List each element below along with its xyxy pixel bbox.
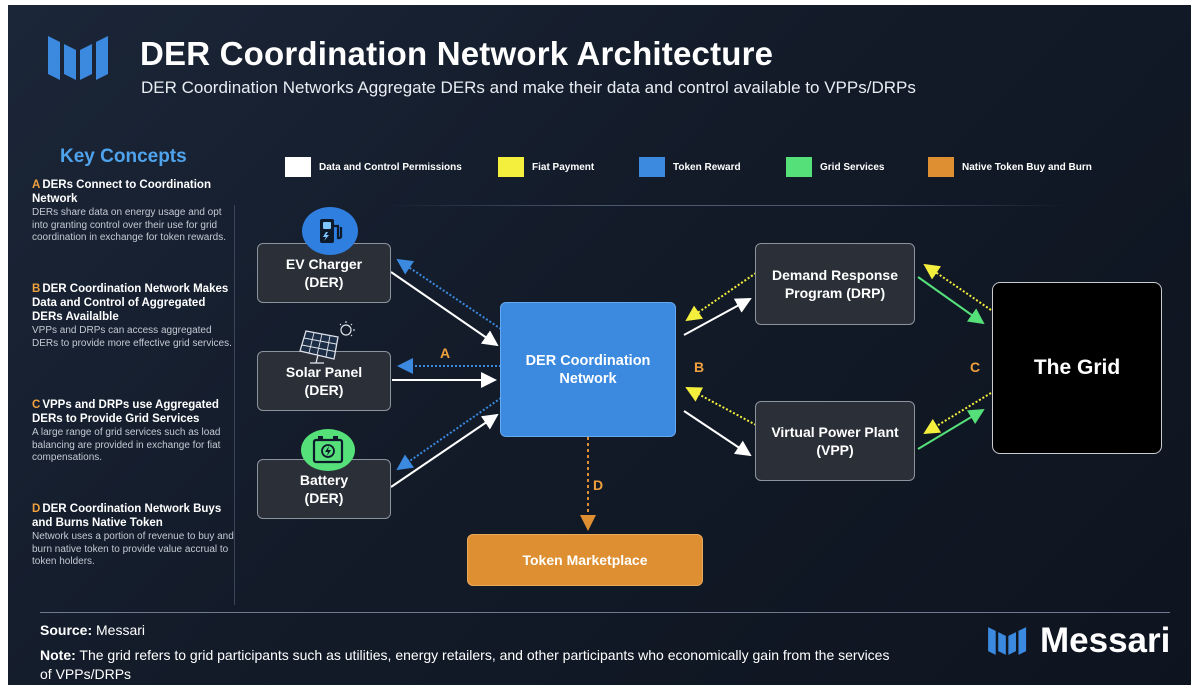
arrow-network-to-battery [396,397,502,471]
legend-swatch-blue [639,157,665,177]
legend-swatch-green [786,157,812,177]
concept-a-desc: DERs share data on energy usage and opt … [32,207,227,243]
legend-swatch-white [285,157,311,177]
messari-brand: Messari [986,621,1170,661]
battery-icon [301,429,355,471]
arrow-network-to-drp [683,298,752,336]
node-drp: Demand Response Program (DRP) [755,243,915,325]
legend-swatch-orange [928,157,954,177]
legend-divider [386,205,1066,206]
concept-b-letter: B [32,283,41,295]
diagram-canvas: DER Coordination Network Architecture DE… [8,5,1191,685]
arrow-vpp-to-network [685,387,757,426]
concept-b-desc: VPPs and DRPs can access aggregated DERs… [32,325,232,349]
page-title: DER Coordination Network Architecture [140,35,774,72]
arrow-ev-to-network [390,271,499,347]
edge-label-d: D [593,477,604,493]
legend-item-fiat-payment: Fiat Payment [498,157,594,177]
arrow-grid-to-drp [923,263,992,311]
legend-swatch-yellow [498,157,524,177]
solar-panel-icon [299,321,355,364]
legend-item-token-burn: Native Token Buy and Burn [928,157,1092,177]
edge-label-a: A [440,345,451,361]
node-token-marketplace: Token Marketplace [467,534,703,586]
concept-c-desc: A large range of grid services such as l… [32,427,221,463]
page-subtitle: DER Coordination Networks Aggregate DERs… [141,78,916,97]
node-the-grid: The Grid [992,282,1162,454]
messari-logo-icon [48,36,108,80]
legend-item-grid-services: Grid Services [786,157,884,177]
arrow-network-to-ev [396,258,502,330]
arrow-battery-to-network [390,413,499,488]
node-solar-panel: Solar Panel (DER) [257,351,391,411]
edge-label-b: B [694,359,705,375]
concept-d-desc: Network uses a portion of revenue to buy… [32,531,234,567]
arrow-grid-to-vpp [923,392,992,435]
edge-label-c: C [970,359,981,375]
key-concepts-title: Key Concepts [60,146,187,167]
arrow-vpp-to-grid [917,408,985,450]
note-line: Note: The grid refers to grid participan… [40,647,890,682]
connection-lines [390,258,992,531]
node-vpp: Virtual Power Plant (VPP) [755,401,915,481]
footer-divider [40,612,1170,613]
brand-name: Messari [1040,621,1171,660]
arrow-network-to-vpp [683,410,752,457]
concept-d-letter: D [32,503,41,515]
messari-brand-logo-icon [988,627,1027,655]
legend-item-token-reward: Token Reward [639,157,741,177]
sidebar-divider [234,205,235,605]
arrow-drp-to-grid [917,276,985,325]
ev-charger-icon [302,207,358,255]
legend-item-data-control: Data and Control Permissions [285,157,462,177]
concept-c-letter: C [32,399,41,411]
node-coordination-network: DER Coordination Network [500,302,676,437]
source-line: Source: Messari [40,622,146,638]
arrow-drp-to-network [685,272,757,322]
concept-a-letter: A [32,179,41,191]
